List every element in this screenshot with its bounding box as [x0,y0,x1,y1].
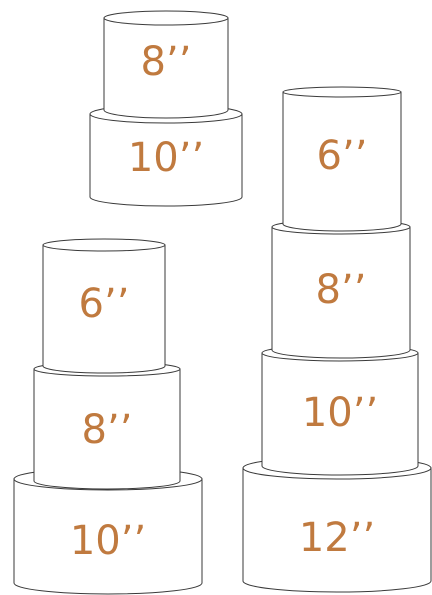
cake-tier: 6’’ [283,87,401,231]
tier-top [104,11,228,25]
tier-label: 8’’ [141,39,192,85]
cake-tier: 10’’ [262,345,418,475]
cake-three-tier: 10’’ 8’’ 6’’ [14,239,202,594]
cake-two-tier: 10’’ 8’’ [90,11,242,206]
tier-label: 10’’ [128,135,204,181]
cake-tier: 6’’ [43,239,165,373]
tier-top [43,239,165,251]
tier-label: 8’’ [82,407,133,453]
tier-label: 10’’ [302,390,378,436]
cake-tier: 8’’ [272,220,410,358]
tier-label: 6’’ [317,133,368,179]
cake-tier: 12’’ [243,457,431,592]
tier-label: 8’’ [316,267,367,313]
tier-label: 6’’ [79,281,130,327]
tier-label: 12’’ [299,515,375,561]
tier-top [283,87,401,97]
tier-label: 10’’ [70,518,146,564]
cake-four-tier: 12’’ 10’’ 8’’ 6’’ [243,87,431,592]
cake-tier: 8’’ [104,11,228,118]
cake-tier: 10’’ [90,105,242,206]
cake-tier: 8’’ [34,362,180,489]
